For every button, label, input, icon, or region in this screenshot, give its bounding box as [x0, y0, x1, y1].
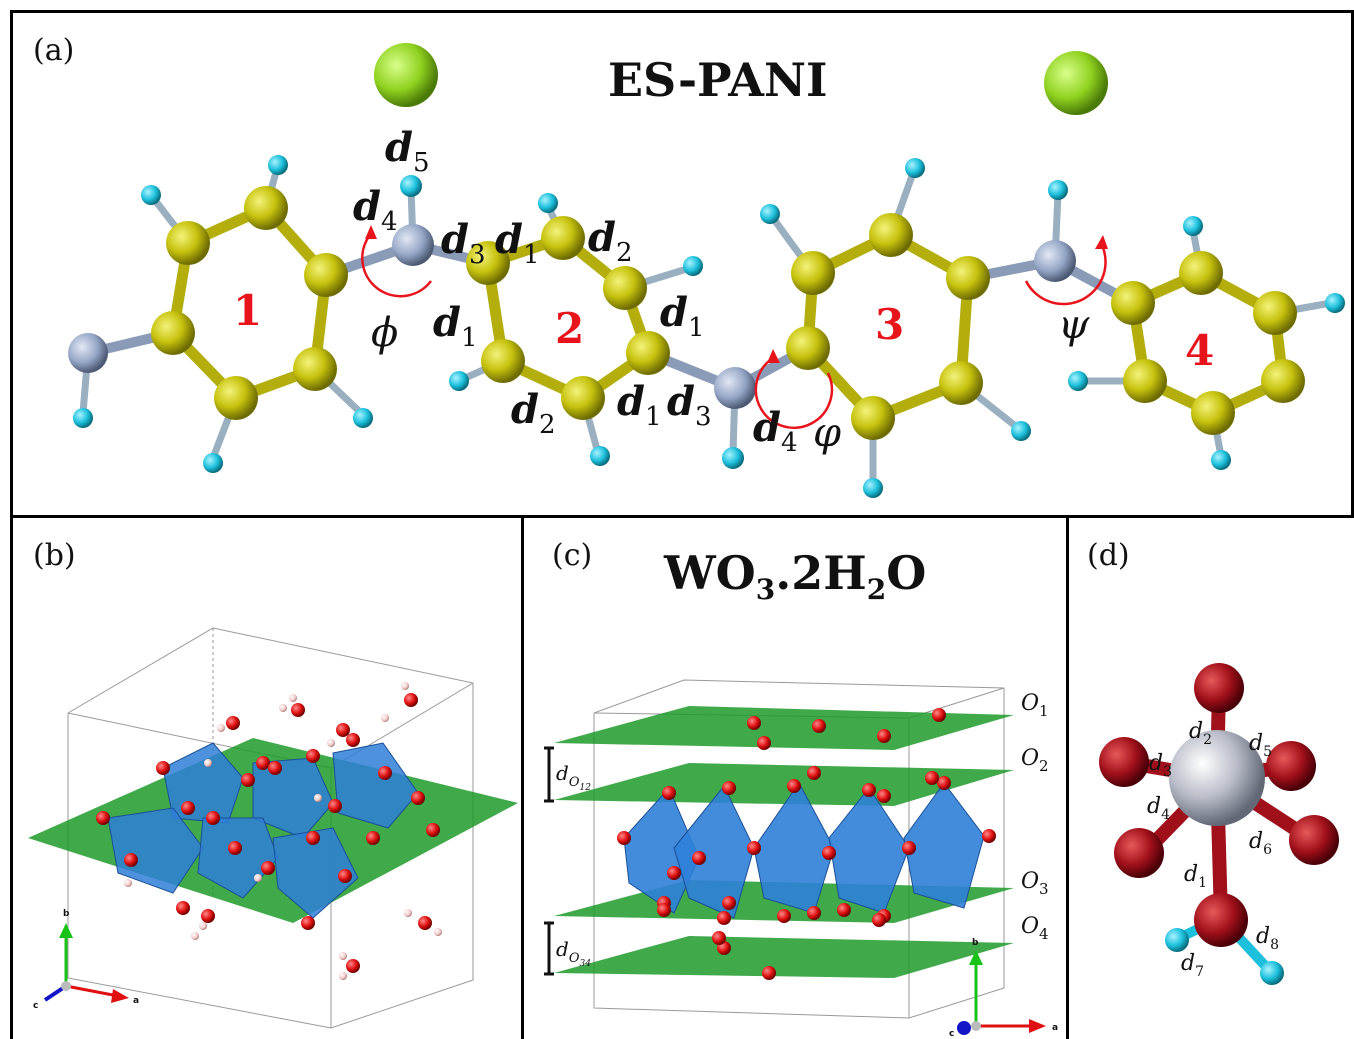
axis-a-label: a [133, 996, 139, 1006]
panel-c-label: (c) [552, 538, 593, 573]
plane-label-o4: O4 [1021, 914, 1049, 943]
ring-number-3: 3 [875, 300, 904, 349]
spacing-brackets [544, 746, 554, 976]
octahedron-bond-labels: d2 d5 d3 d4 d6 d1 d7 d8 [1147, 719, 1279, 980]
bond-label-d6: d6 [1249, 829, 1272, 858]
wo6-octahedron: d2 d5 d3 d4 d6 d1 d7 d8 [1099, 663, 1339, 985]
axis-b-label: b [972, 938, 979, 948]
oxygen-right [1266, 741, 1316, 791]
plane-o1 [554, 706, 1014, 750]
panel-a-label: (a) [33, 33, 75, 68]
bond-label-d7: d7 [1181, 951, 1204, 980]
ring-number-2: 2 [555, 304, 584, 353]
panel-d-label: (d) [1087, 538, 1130, 573]
bond-label-d8: d8 [1256, 924, 1279, 953]
torsion-arrows [361, 234, 1107, 429]
ring-number-1: 1 [233, 286, 262, 335]
panel-d-octahedron: (d) d2 d5 d3 d4 [1066, 515, 1354, 1039]
oxygen-atoms [96, 693, 440, 973]
chlorine-atom-right [1044, 51, 1108, 115]
angle-varphi: φ [813, 410, 841, 456]
carbon-atoms [151, 186, 1305, 440]
torsion-arrowheads [365, 225, 1108, 363]
spacing-label-dO12: dO12 [556, 761, 591, 793]
bond-label-d5: d5 [385, 124, 430, 178]
bond-label-d2-bottom: d2 [511, 386, 556, 440]
axis-indicator [43, 923, 129, 1003]
plane-label-o2: O2 [1021, 746, 1049, 775]
angle-psi: ψ [1058, 302, 1090, 348]
panel-a-es-pani: (a) ES-PANI [10, 10, 1354, 518]
ring-number-4: 4 [1185, 326, 1214, 375]
panel-c-layered-structure: (c) WO3.2H2O [521, 515, 1069, 1039]
bond-label-d1-right: d1 [660, 289, 705, 343]
axis-c-label: c [33, 1001, 38, 1011]
wo3-unit-cell-perspective: b a c [28, 627, 518, 1029]
panel-a-title: ES-PANI [608, 53, 828, 107]
plane-label-o3: O3 [1021, 869, 1049, 898]
tungsten-atom [1169, 730, 1265, 826]
bond-label-d1-top: d1 [495, 216, 540, 270]
es-pani-molecule: 1 2 3 4 d5 d4 d3 d1 d2 d1 d1 d2 d1 d3 d4… [68, 43, 1345, 498]
bond-label-d5: d5 [1249, 731, 1272, 760]
axis-indicator [957, 950, 1046, 1035]
tungsten-octahedra-layer [623, 782, 985, 919]
oxygen-atoms [617, 708, 996, 980]
bond-label-d4: d4 [1147, 794, 1170, 823]
plane-o4 [554, 936, 1014, 978]
nitrogen-atoms [68, 224, 1076, 409]
bond-label-d2-top: d2 [588, 214, 633, 268]
panel-c-title: WO3.2H2O [664, 546, 927, 607]
chlorine-atom-left [374, 43, 438, 107]
oxygen-left [1099, 737, 1149, 787]
plane-label-o1: O1 [1021, 691, 1049, 720]
bond-label-d1: d1 [1184, 862, 1207, 891]
water-hydrogen-right [1260, 961, 1284, 985]
panel-b-crystal: (b) [10, 515, 524, 1039]
water-oxygen [1194, 893, 1248, 947]
bond-label-d4-bottom: d4 [753, 404, 798, 458]
angle-phi: ϕ [371, 310, 398, 356]
bond-label-d3-left: d3 [441, 216, 486, 270]
bond-label-d4-left: d4 [353, 183, 398, 237]
spacing-label-dO34: dO34 [556, 937, 591, 969]
axis-b-label: b [63, 909, 70, 919]
panel-b-label: (b) [33, 538, 76, 573]
water-hydrogen-atoms [124, 682, 442, 980]
oxygen-lower-right [1289, 815, 1339, 865]
bond-label-d3-bottom: d3 [667, 378, 712, 432]
hydrogen-atoms [73, 155, 1345, 498]
bond-label-d3: d3 [1149, 751, 1172, 780]
bond-label-d2: d2 [1189, 719, 1212, 748]
oxygen-top [1194, 663, 1244, 713]
axis-a-label: a [1052, 1023, 1058, 1033]
wo3-layered-view: dO12 dO34 O1 O2 O3 O4 b a c [544, 679, 1058, 1039]
water-hydrogen-left [1165, 928, 1189, 952]
bond-label-d1-left: d1 [433, 299, 478, 353]
axis-c-label: c [949, 1029, 954, 1039]
bond-label-d1-bottom: d1 [617, 378, 662, 432]
tungsten-octahedra [107, 742, 419, 919]
oxygen-lower-left [1114, 828, 1164, 878]
